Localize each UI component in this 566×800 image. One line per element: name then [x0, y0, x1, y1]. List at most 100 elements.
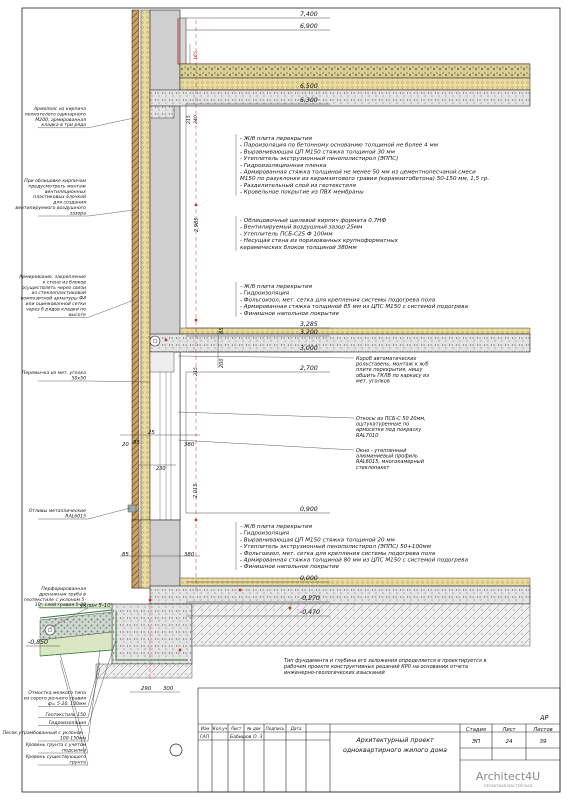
red-markers	[148, 203, 292, 652]
watermark-sub: ПРОЕКТНАЯ МАСТЕРСКАЯ	[484, 784, 533, 788]
dim-label: 215	[193, 367, 199, 376]
left-note-line: грунта	[69, 760, 86, 765]
level-mark: 0,000	[300, 575, 318, 582]
left-note-line: кладка в три ряда	[41, 123, 86, 128]
left-note-line: Армирование, закрепление	[18, 274, 86, 280]
level-mark: -0,270	[300, 595, 320, 602]
title-col-head: Лист	[501, 727, 516, 733]
right-note-line: RAL7010	[356, 433, 378, 439]
gap-name: Бабишов О. З	[230, 734, 263, 740]
left-note-line: вентиляционных	[45, 190, 86, 195]
dim-label: 20	[122, 442, 129, 448]
level-mark: 3,200	[300, 329, 318, 336]
level-mark: 6,900	[300, 23, 318, 30]
left-note-line: 100-150мм	[60, 735, 87, 741]
left-note-line: из серого речного гравия	[24, 696, 86, 701]
right-note-line: мет. уголков	[356, 378, 390, 384]
title-header: № док	[246, 726, 261, 731]
spec-line: - Финишное напольное покрытие	[240, 564, 340, 570]
slope-label: уклон 5-10'	[79, 603, 112, 609]
left-note-line: При облицовке кирпичом	[24, 178, 86, 184]
dim-label: 380	[184, 442, 195, 448]
spec-line: - Вентилируемый воздушный зазор 25мм	[240, 225, 363, 231]
foundation-note-line: Тип фундамента и глубина его заложения о…	[284, 658, 486, 664]
watermark-logo: Architect4U	[476, 770, 540, 783]
right-note-line: Короб автоматических	[356, 356, 417, 362]
leader-line	[87, 299, 135, 318]
title-header: Дата	[290, 726, 302, 731]
leader-line	[87, 667, 101, 718]
right-note-line: стеклопакет	[356, 465, 390, 471]
right-note-line: алюминиевый профиль	[356, 454, 418, 460]
left-note-line: из стеклопластиковой	[32, 290, 86, 296]
spec-line: - Выравнивающая ЦП М150 стяжка толщиной …	[240, 537, 396, 543]
leader-line	[87, 507, 131, 520]
leader-line	[87, 649, 101, 742]
title-header: Изм	[201, 726, 210, 731]
left-note-line: для создания	[52, 201, 86, 206]
right-note-line: плите перекрытия, нишу	[356, 367, 423, 373]
dimension-lines	[120, 44, 219, 693]
left-note-line: Песок утрамбованный с уклоном -	[3, 730, 87, 736]
title-header: Кол.уч	[213, 726, 228, 731]
dim-label: 300	[163, 686, 174, 692]
left-note-line: вентилируемого воздушного	[15, 206, 86, 211]
left-note-line: 10', слой гравия 5-20	[35, 602, 86, 608]
dim-label: 85	[133, 440, 140, 446]
title-block-frame	[197, 687, 561, 793]
right-note-line: рольставень, монтаж к ж/б	[355, 362, 429, 368]
title-col-value: 39	[539, 739, 547, 745]
dim-label: 380	[184, 552, 195, 558]
section-callout	[169, 743, 183, 757]
spec-line: - Гидроизоляция	[240, 531, 290, 537]
dim-label: 25	[148, 430, 155, 436]
left-note-line: дренажная труба в	[38, 591, 86, 597]
left-note-line: Отливы металлические	[29, 508, 86, 514]
spec-line: - Армированная стяжка толщиной 85 мм из …	[240, 304, 469, 310]
dim-label: 240	[193, 115, 199, 124]
spec-line: - Гидроизоляция	[240, 291, 290, 297]
title-header: Лист	[230, 726, 242, 731]
foundation-and-soil	[39, 603, 531, 679]
dim-label: 290	[141, 686, 152, 692]
spec-line: - Армированная стяжка толщиной 80 мм из …	[240, 558, 469, 564]
title-col-value: ЭП	[471, 739, 481, 745]
spec-line: - Утеплитель экструзионный пенополистиро…	[240, 544, 432, 550]
spec-line: - Кровельное покрытие из ПВХ мембраны	[240, 190, 364, 196]
left-note-line: Отмостка мелкого типа	[28, 690, 86, 696]
spec-line: - Выравнивающая ЦП М150 стяжка толщиной …	[240, 149, 396, 155]
left-note-line: полнотелого одинарного	[25, 112, 86, 117]
spec-line: - Армированная стяжка толщиной не менее …	[240, 170, 476, 176]
spec-line: - Облицовочный щелевой кирпич формата 0,…	[240, 218, 386, 224]
spec-line: - Пароизоляция по бетонному основанию то…	[240, 143, 439, 149]
leader-line	[177, 355, 355, 359]
title-header: Подпись	[266, 726, 285, 731]
foundation-note-line: инженерно-геологических изысканий	[284, 670, 385, 676]
roof-assembly	[149, 17, 531, 119]
left-note-line: Перемычка из мет. уголка	[22, 370, 86, 376]
left-note-line: пластиковых ёлочкой	[33, 194, 86, 200]
left-note-line: 50х50	[72, 375, 86, 381]
left-note-line: или оцинкованной сетки	[26, 301, 86, 307]
left-note-line: Уровень грунта с учетом	[26, 742, 87, 748]
spec-line: - Фольгоизол, мет. сетка для крепления с…	[240, 551, 436, 557]
spec-line: - Ж/б плита перекрытия	[240, 284, 313, 290]
level-mark: 7,400	[300, 11, 318, 18]
left-note-line: геотекстиле с уклоном 5-	[24, 597, 87, 603]
left-note-line: к стене из блоков	[43, 279, 87, 285]
title-col-head: Листов	[532, 727, 552, 733]
spec-line: - Гидроизоляционная пленка	[240, 163, 327, 169]
leader-line	[87, 639, 117, 726]
title-col-value: 24	[505, 739, 513, 745]
dim-label: 230	[156, 466, 166, 472]
dim-label: 165	[193, 51, 199, 60]
left-note-line: RAL6015	[65, 513, 86, 519]
leader-line	[177, 439, 355, 451]
leader-line	[87, 380, 151, 383]
gap-label: ГАП	[200, 734, 210, 740]
spec-line: - Разделительный слой из геотекстиля	[240, 183, 356, 189]
leader-line	[87, 661, 101, 707]
drawing-code: АР	[539, 714, 549, 722]
drawing-texts: 7,4006,9006,5006,3003,2853,2003,0002,700…	[3, 11, 553, 788]
